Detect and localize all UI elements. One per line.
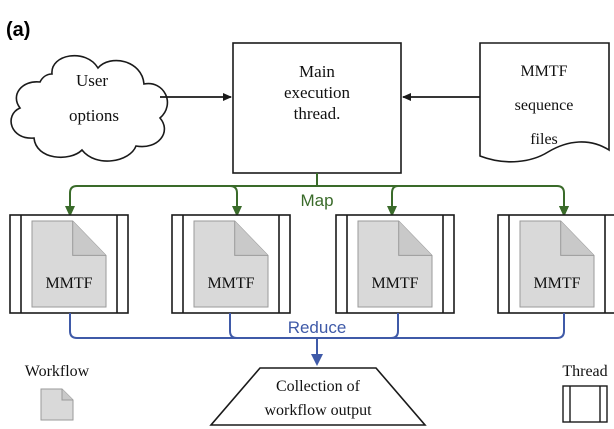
doc-fold [560, 221, 594, 256]
thread-mmtf-label: MMTF [371, 275, 418, 292]
reduce-label: Reduce [288, 318, 347, 337]
thread-mmtf-label: MMTF [533, 275, 580, 292]
legend-thread: Thread [562, 363, 608, 423]
main-thread-line3: thread. [294, 104, 341, 123]
doc-fold [72, 221, 106, 256]
user-options-cloud: User options [10, 54, 169, 162]
mmtf-files-line2: sequence [515, 97, 574, 114]
legend-workflow: Workflow [25, 363, 90, 421]
thread-mmtf-label: MMTF [45, 275, 92, 292]
mmtf-files-line3: files [530, 131, 558, 148]
doc-fold [234, 221, 268, 256]
map-label: Map [300, 191, 333, 210]
main-thread-line2: execution [284, 83, 351, 102]
doc-fold [398, 221, 432, 256]
legend-thread-icon [562, 385, 608, 423]
legend-workflow-label: Workflow [25, 363, 90, 380]
thread-box: MMTF [171, 214, 291, 314]
user-options-line2: options [69, 106, 119, 125]
legend-workflow-icon [40, 388, 74, 421]
mmtf-sequence-files-doc: MMTF sequence files [479, 42, 610, 163]
panel-label: (a) [6, 19, 30, 41]
thread-mmtf-label: MMTF [207, 275, 254, 292]
mmtf-files-line1: MMTF [520, 63, 567, 80]
thread-box: MMTF [497, 214, 614, 314]
map-arrows [65, 173, 569, 217]
collection-line1: Collection of [276, 378, 361, 395]
thread-box: MMTF [335, 214, 455, 314]
collection-output: Collection of workflow output [209, 367, 427, 426]
user-options-line1: User [76, 71, 108, 90]
collection-line2: workflow output [264, 402, 372, 419]
main-thread-box: Main execution thread. [232, 42, 402, 174]
threads-row: MMTF MMTF MMTF MMTF [9, 214, 614, 314]
main-thread-line1: Main [299, 62, 335, 81]
legend-thread-label: Thread [562, 363, 607, 380]
thread-box: MMTF [9, 214, 129, 314]
reduce-arrows [69, 313, 565, 366]
